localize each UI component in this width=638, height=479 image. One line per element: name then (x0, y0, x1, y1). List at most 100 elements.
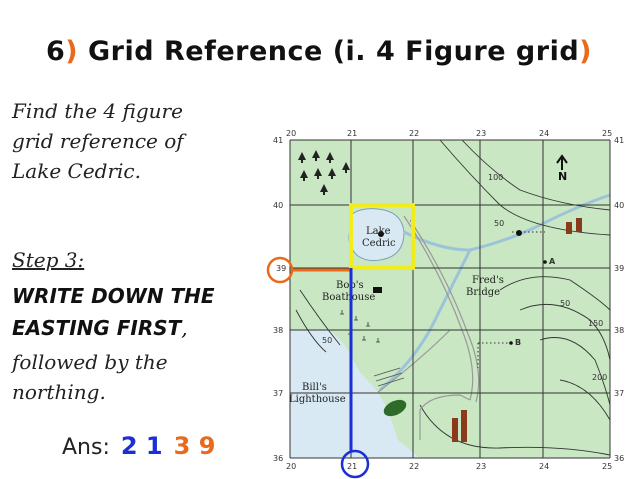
slide-title: 6) Grid Reference (i. 4 Figure grid) (0, 36, 638, 67)
answer-label: Ans: (62, 435, 110, 460)
road (409, 219, 480, 403)
instruction-line-2: EASTING FIRST, (12, 312, 215, 344)
road (403, 215, 474, 401)
lake-point (378, 231, 384, 237)
building-icon (566, 222, 572, 234)
easting-label-top: 23 (476, 129, 486, 138)
river (403, 193, 611, 252)
contour-label: 100 (488, 173, 503, 182)
woodland (383, 399, 407, 417)
northing-label-right: 39 (614, 264, 624, 273)
tree-icon (320, 184, 328, 195)
bobs-boathouse-label-2: Boathouse (322, 292, 375, 303)
building-icon (461, 410, 467, 442)
step-instruction: WRITE DOWN THE EASTING FIRST, (12, 280, 215, 344)
building-icon (452, 418, 458, 442)
marsh-icon (376, 338, 380, 343)
easting-label-bottom: 21 (347, 462, 357, 471)
easting-label-top: 25 (602, 129, 612, 138)
instruction-line-1: WRITE DOWN THE (12, 284, 215, 308)
question-line-3: Lake Cedric. (12, 159, 141, 183)
contour-label: 150 (588, 319, 603, 328)
title-paren-close: ) (579, 36, 592, 67)
contour-label: 50 (322, 336, 332, 345)
north-arrow-icon (556, 154, 568, 170)
northing-indicator-circle (266, 256, 294, 284)
followup-line-1: followed by the (12, 350, 168, 374)
boathouse-building (373, 287, 382, 293)
easting-label-bottom: 22 (409, 462, 419, 471)
highlight-grid-square (349, 203, 415, 270)
easting-label-bottom: 23 (476, 462, 486, 471)
contour-line (539, 337, 611, 406)
tree-icon (314, 168, 322, 179)
step-followup: followed by the northing. (12, 347, 168, 407)
contour-label: 50 (494, 219, 504, 228)
point-b-label: B (515, 338, 521, 347)
contour-line (519, 303, 611, 361)
step-label: Step 3: (12, 248, 84, 272)
easting-label-bottom: 24 (539, 462, 549, 471)
lake-cedric (348, 208, 405, 262)
tree-icon (328, 168, 336, 179)
tree-icon (300, 170, 308, 181)
contour-label: 200 (592, 373, 607, 382)
step-colon: : (77, 248, 85, 272)
freds-bridge-label-1: Fred's (472, 275, 504, 286)
instruction-emph: EASTING FIRST (12, 316, 182, 340)
followup-line-2: northing. (12, 380, 106, 404)
building-icon (576, 218, 582, 232)
road (377, 329, 451, 393)
title-number: 6 (45, 36, 66, 67)
northing-label-right: 36 (614, 454, 624, 463)
northing-label-left: 40 (273, 201, 283, 210)
roads (377, 215, 480, 440)
question-text: Find the 4 figure grid reference of Lake… (12, 96, 262, 186)
grid-lines (289, 139, 611, 459)
answer: Ans: 2 1 3 9 (62, 432, 215, 460)
marsh (340, 310, 380, 343)
contour-line (299, 289, 341, 346)
point-a-dot (543, 260, 547, 264)
marsh-icon (340, 310, 344, 315)
title-paren: ) (65, 36, 79, 67)
jetty (373, 367, 405, 387)
easting-label-bottom: 20 (286, 462, 296, 471)
contour-line (499, 276, 611, 311)
northing-label-right: 40 (614, 201, 624, 210)
northing-label-left: 38 (273, 326, 283, 335)
tree-icon (342, 162, 350, 173)
northing-label-left: 41 (273, 136, 283, 145)
settlement-symbol (452, 218, 582, 442)
title-text: Grid Reference (i. 4 Figure grid (78, 36, 580, 67)
north-label: N (558, 170, 567, 183)
tree-icon (298, 152, 306, 163)
northing-label-left: 37 (273, 389, 283, 398)
easting-indicator-circle (340, 449, 370, 479)
easting-label-top: 21 (347, 129, 357, 138)
question-line-1: Find the 4 figure (12, 99, 183, 123)
jetty-line (373, 367, 405, 387)
question-line-2: grid reference of (12, 129, 184, 153)
marsh-icon (362, 336, 366, 341)
bills-lighthouse-label-1: Bill's (302, 382, 327, 393)
northing-label-right: 41 (614, 136, 624, 145)
tree-icon (312, 150, 320, 161)
contour-label: 50 (560, 299, 570, 308)
northing-label-left: 39 (276, 264, 286, 273)
marsh-icon (366, 322, 370, 327)
bills-lighthouse-label-2: Lighthouse (289, 394, 346, 405)
sea-water (290, 330, 420, 458)
northing-label-left: 36 (273, 454, 283, 463)
forest (298, 150, 350, 195)
easting-label-top: 24 (539, 129, 549, 138)
northing-label-right: 37 (614, 389, 624, 398)
easting-label-top: 22 (409, 129, 419, 138)
point-a-label: A (549, 257, 556, 266)
step-label-text: Step 3 (12, 248, 78, 272)
instruction-comma: , (181, 316, 188, 340)
answer-northing: 3 9 (173, 432, 216, 460)
answer-easting: 2 1 (120, 432, 163, 460)
tree-icon (326, 152, 334, 163)
